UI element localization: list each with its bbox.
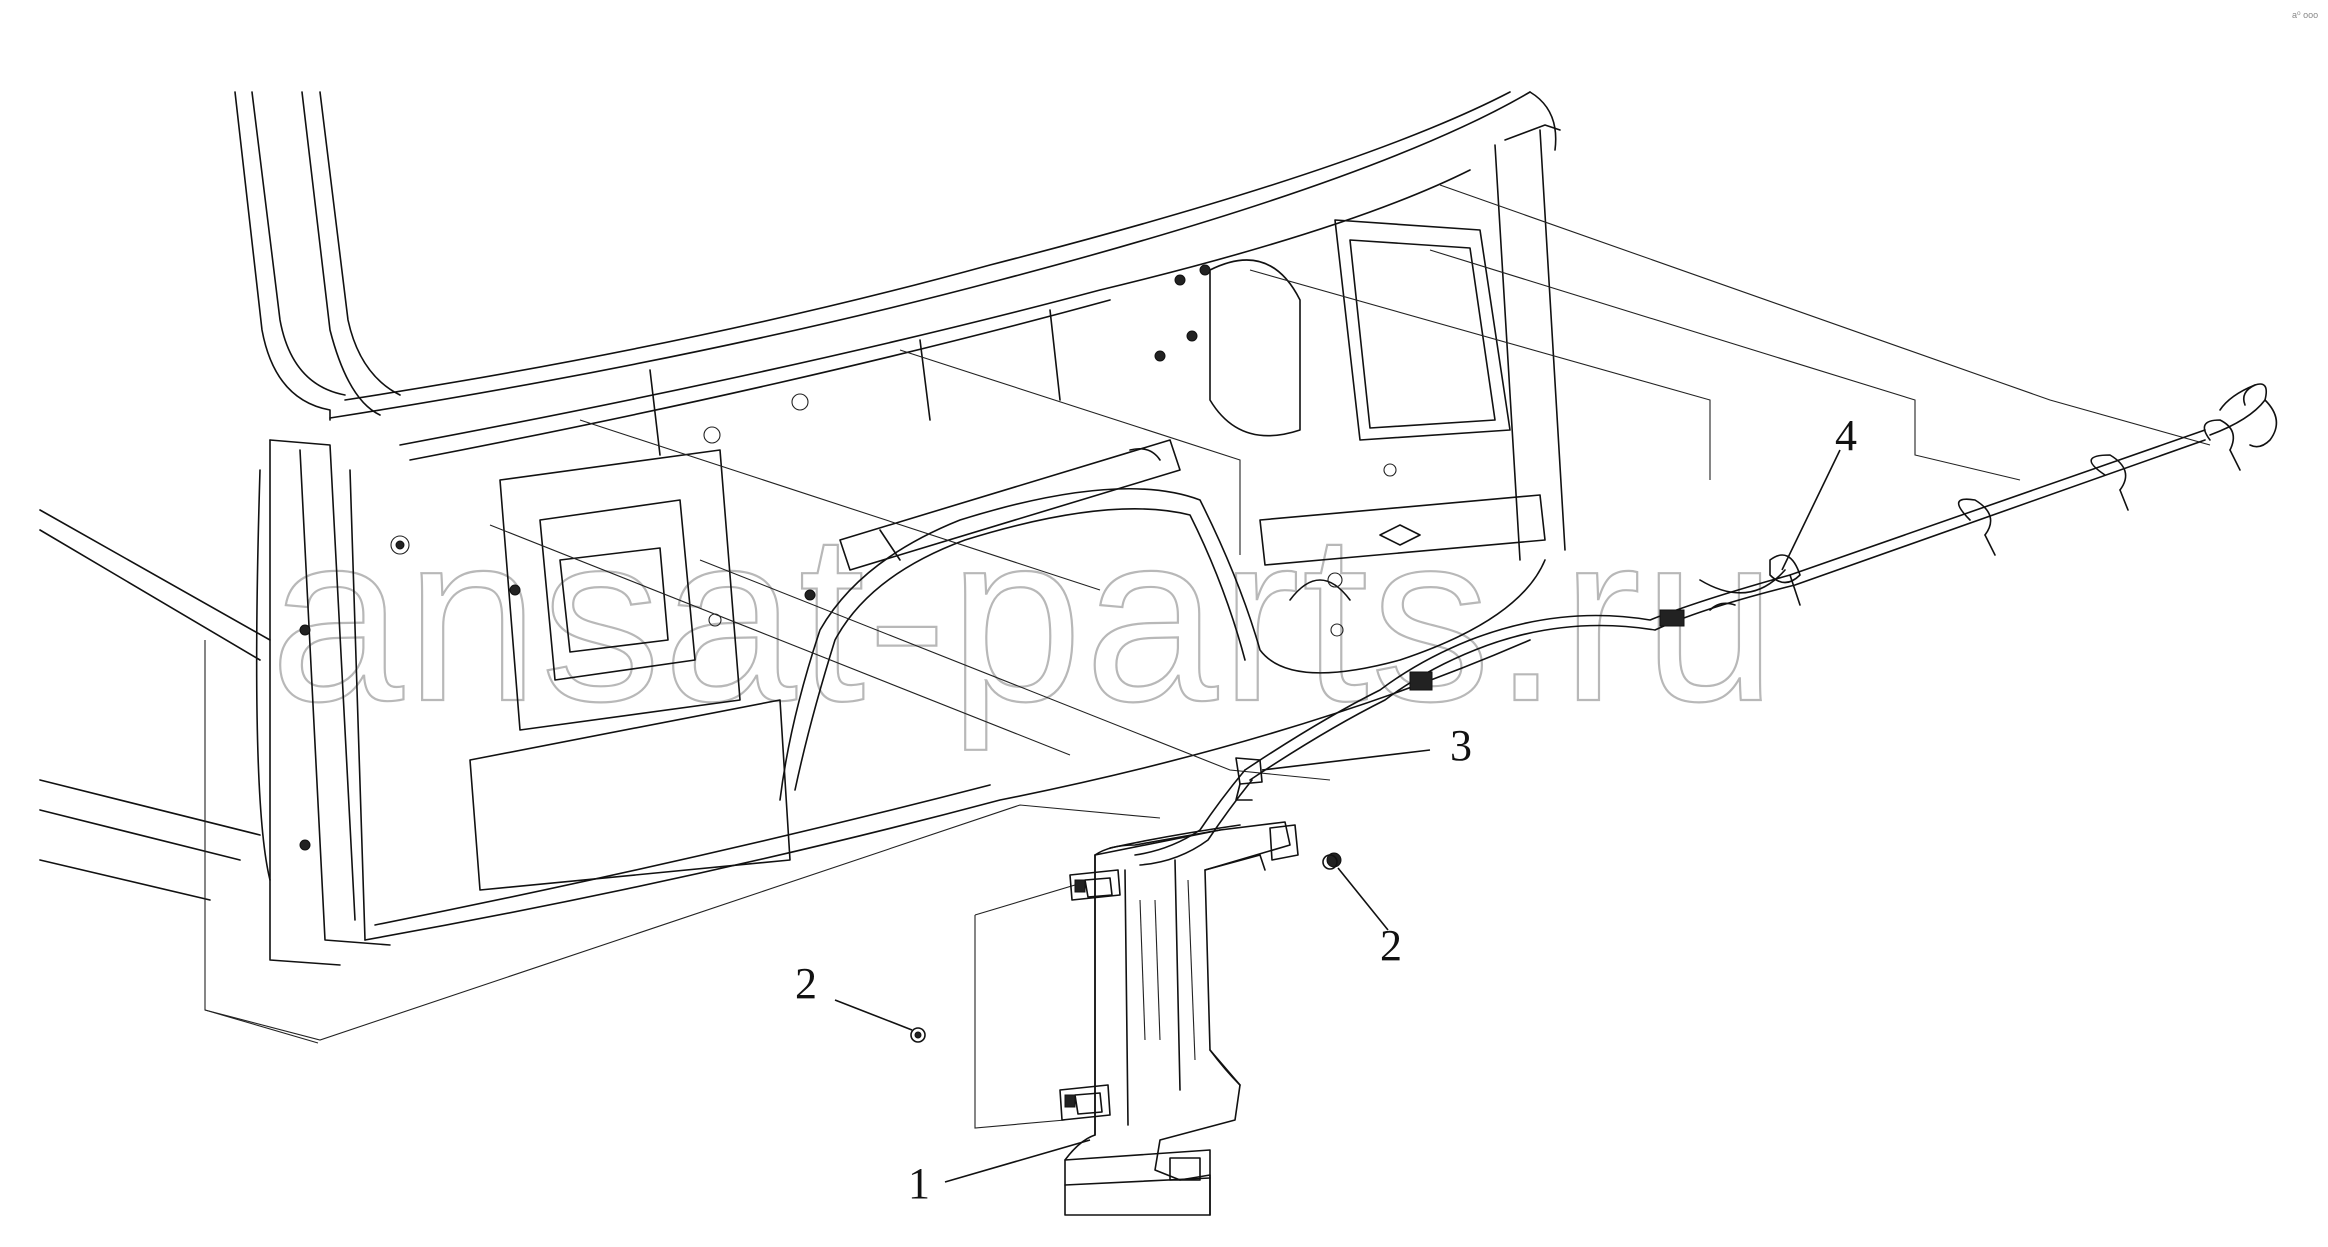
projection-lines [204, 184, 2211, 1129]
nut-right [1322, 854, 1338, 870]
cab-body [39, 91, 1566, 966]
callout-1: 1 [908, 1159, 930, 1208]
callout-2-left: 2 [795, 959, 817, 1008]
leader-1 [944, 1139, 1091, 1183]
leader-2b [1337, 867, 1389, 931]
nut-fasteners [910, 854, 1338, 1043]
callout-4: 4 [1835, 411, 1857, 460]
callout-labels: 1 2 2 3 4 [795, 411, 1857, 1208]
duct-bracket-part [1059, 821, 1299, 1216]
cable-assembly [1134, 383, 2278, 868]
callout-leaders [834, 449, 1841, 1183]
nut-left [910, 1027, 926, 1043]
corner-mark: a⁰ ooo [2292, 10, 2318, 20]
leader-2a [834, 999, 913, 1031]
callout-2-right: 2 [1380, 921, 1402, 970]
leader-3 [1261, 749, 1431, 771]
watermark-text: ansat-parts.ru [270, 483, 1779, 751]
leader-4 [1781, 449, 1841, 571]
callout-3: 3 [1450, 721, 1472, 770]
